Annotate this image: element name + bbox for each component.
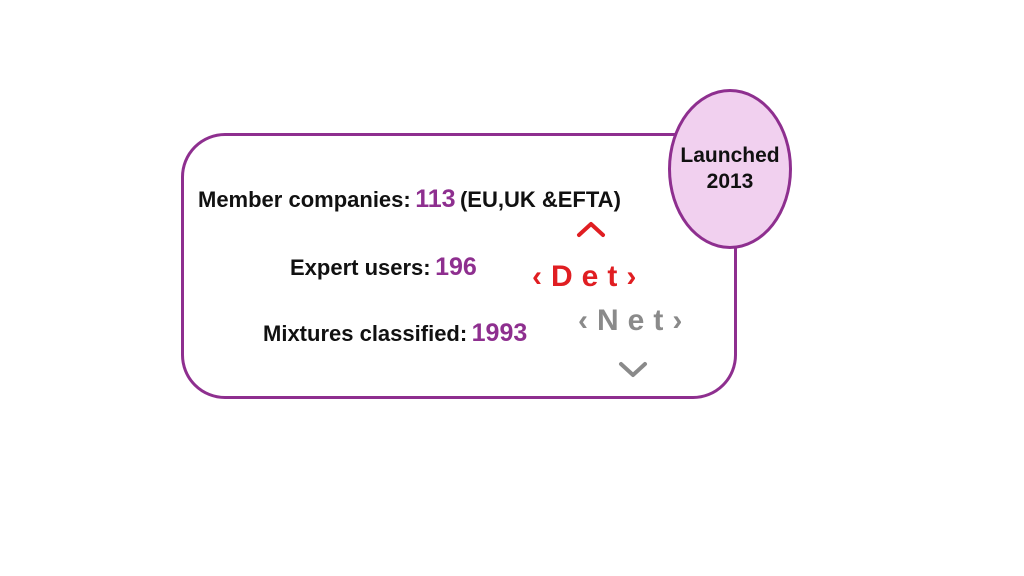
badge-line-1: Launched [680,143,780,167]
net-tag: ‹Net› [578,304,692,337]
stat-label: Member companies: [198,187,411,212]
stats-card [181,133,737,399]
stat-note: (EU,UK &EFTA) [459,187,621,212]
stat-mixtures-classified: Mixtures classified: 1993 [263,321,527,346]
stat-value: 113 [415,185,456,213]
badge-line-2: 2013 [706,170,754,193]
launched-badge: Launched 2013 [668,89,792,249]
stat-value: 1993 [471,319,528,347]
chevron-down-icon [619,362,647,377]
det-tag: ‹Det› [532,260,646,293]
stat-label: Mixtures classified: [263,321,468,346]
chevron-up-icon [577,222,605,237]
stat-label: Expert users: [290,255,431,280]
stat-member-companies: Member companies: 113 (EU,UK &EFTA) [198,187,621,212]
stat-expert-users: Expert users: 196 [290,255,477,280]
stat-value: 196 [435,253,477,281]
